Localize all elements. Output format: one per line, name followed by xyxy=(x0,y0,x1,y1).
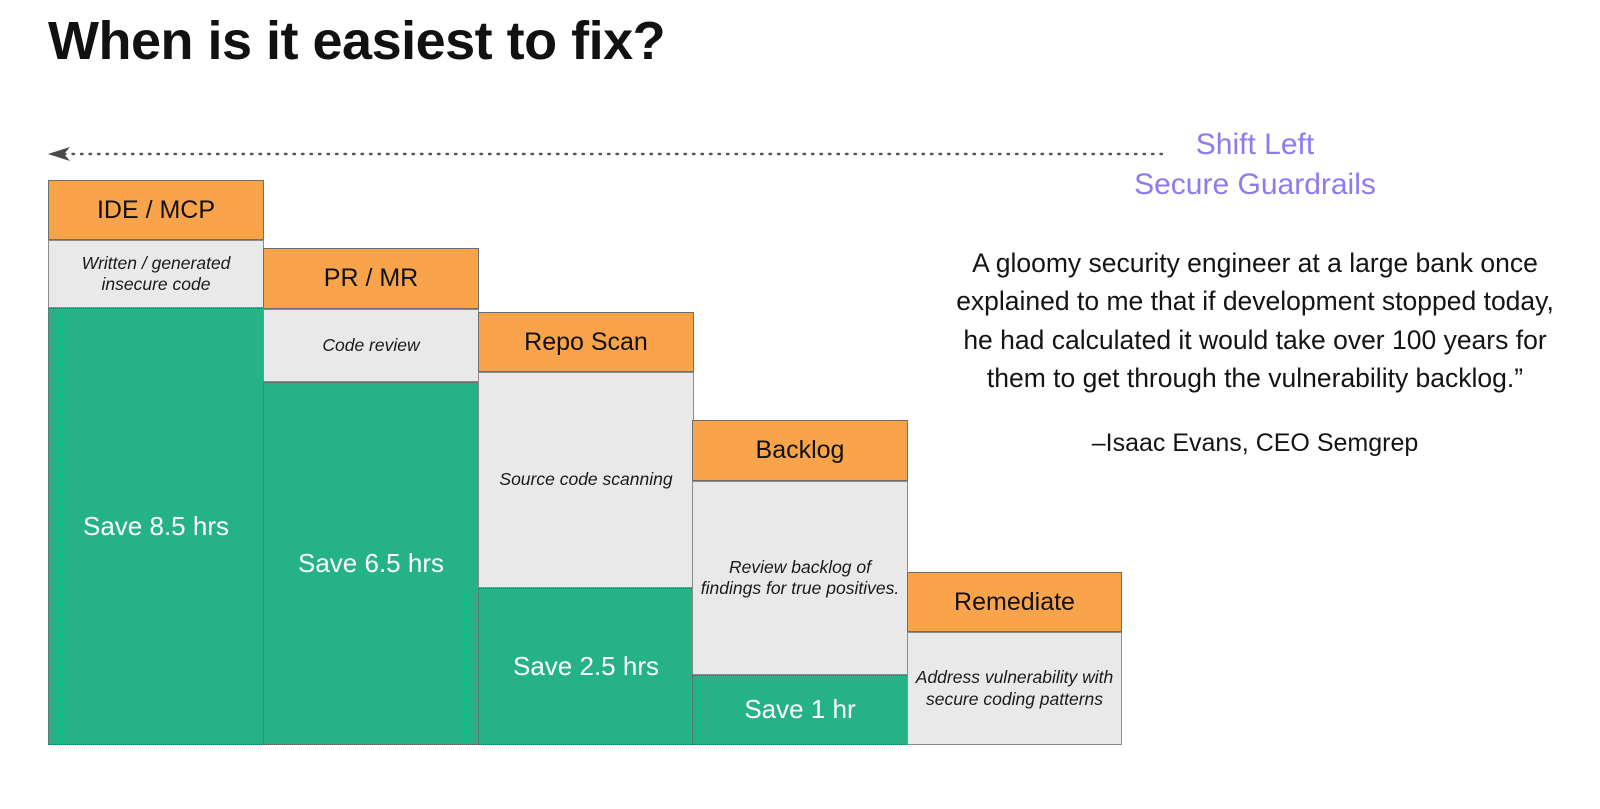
stage-header-remediate[interactable]: Remediate xyxy=(907,572,1122,632)
stage-savings-pr-mr: Save 6.5 hrs xyxy=(263,382,479,745)
stage-savings-repo-scan: Save 2.5 hrs xyxy=(478,588,694,745)
stage-description-repo-scan: Source code scanning xyxy=(478,372,694,588)
stage-chart: IDE / MCP Written / generated insecure c… xyxy=(48,180,1122,745)
shift-left-heading: Shift Left Secure Guardrails xyxy=(1134,128,1376,201)
stage-header-ide-mcp[interactable]: IDE / MCP xyxy=(48,180,264,240)
page-title: When is it easiest to fix? xyxy=(48,11,666,71)
stage-header-pr-mr[interactable]: PR / MR xyxy=(263,248,479,309)
stage-description-ide-mcp: Written / generated insecure code xyxy=(48,240,264,308)
right-panel: Shift Left Secure Guardrails A gloomy se… xyxy=(950,125,1560,458)
stage-description-remediate: Address vulnerability with secure coding… xyxy=(907,632,1122,745)
quote-attribution: –Isaac Evans, CEO Semgrep xyxy=(1091,428,1419,457)
quote-text: A gloomy security engineer at a large ba… xyxy=(956,248,1554,393)
stage-savings-backlog: Save 1 hr xyxy=(692,675,908,745)
stage-description-backlog: Review backlog of findings for true posi… xyxy=(692,481,908,675)
stage-description-pr-mr: Code review xyxy=(263,309,479,382)
stage-savings-ide-mcp: Save 8.5 hrs xyxy=(48,308,264,745)
stage-header-backlog[interactable]: Backlog xyxy=(692,420,908,481)
shift-left-arrow-icon xyxy=(48,147,1163,161)
stage-header-repo-scan[interactable]: Repo Scan xyxy=(478,312,694,372)
